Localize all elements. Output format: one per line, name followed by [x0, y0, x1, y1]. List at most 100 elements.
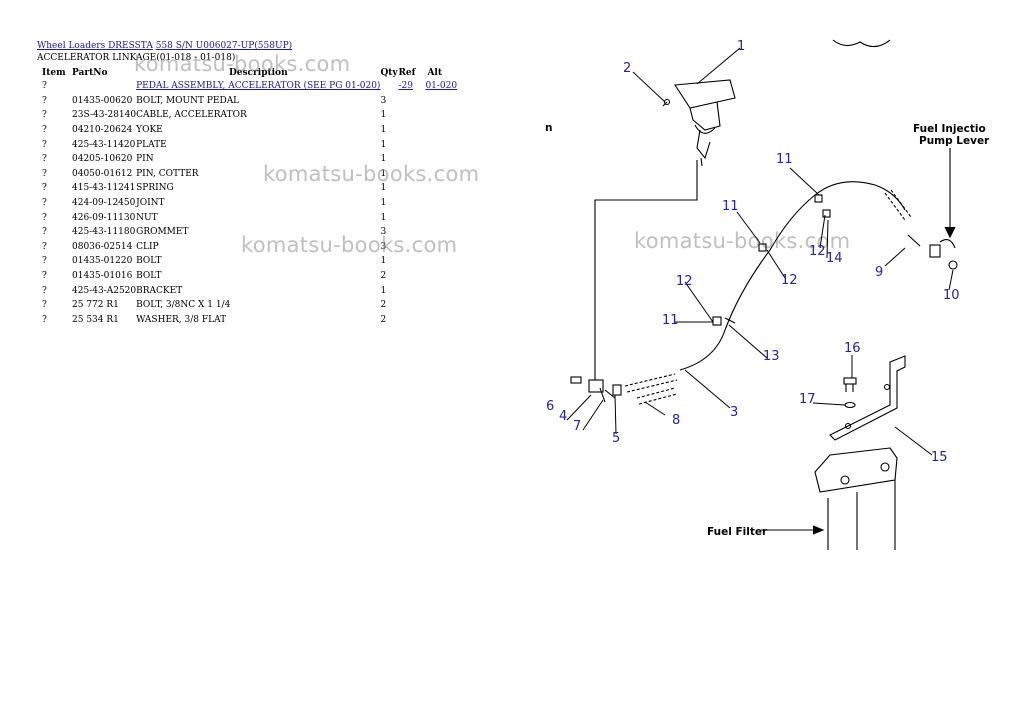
- row-partno: 01435-01016: [72, 271, 133, 282]
- row-item: ?: [42, 183, 47, 194]
- row-item: ?: [42, 271, 47, 282]
- row-qty: [380, 79, 398, 94]
- row-partno: 25 534 R1: [72, 314, 119, 325]
- linkage-diagram: n Fuel Injectio Pum: [545, 39, 990, 550]
- page-header: Wheel Loaders DRESSTA 558 S/N U006027-UP…: [37, 40, 292, 64]
- row-partno: 04210-20624: [72, 125, 133, 136]
- row-alt[interactable]: 01-020: [419, 79, 457, 94]
- row-partno: 08036-02514: [72, 241, 133, 252]
- row-description: SPRING: [136, 183, 174, 194]
- row-alt-link[interactable]: 01-020: [425, 81, 458, 92]
- linkage-rod: [594, 160, 698, 385]
- col-qty: Qty: [380, 67, 398, 78]
- row-alt: [419, 283, 457, 298]
- row-description[interactable]: PEDAL ASSEMBLY, ACCELERATOR (SEE PG 01-0…: [136, 79, 380, 94]
- section-title: ACCELERATOR LINKAGE(01-018 - 01-018): [37, 53, 236, 63]
- row-item: ?: [42, 95, 47, 106]
- callout-8: 8: [672, 413, 680, 428]
- row-qty: 1: [380, 183, 387, 194]
- row-ref[interactable]: -29: [398, 79, 419, 94]
- row-item: ?: [42, 285, 47, 296]
- table-row[interactable]: ?PEDAL ASSEMBLY, ACCELERATOR (SEE PG 01-…: [37, 79, 457, 94]
- callout-17: 17: [799, 392, 816, 407]
- breadcrumb-link-model[interactable]: Wheel Loaders DRESSTA: [37, 41, 153, 51]
- parts-table-body: ? PEDAL ASSEMBLY, ACCELERATOR (SEE PG 01-…: [37, 79, 457, 327]
- row-qty: 1: [380, 154, 387, 165]
- row-partno: 04050-01612: [72, 168, 133, 179]
- row-partno: 415-43-11241: [72, 183, 136, 194]
- row-description-link[interactable]: PEDAL ASSEMBLY, ACCELERATOR (SEE PG 01-0…: [136, 81, 381, 92]
- row-qty: 1: [380, 256, 387, 267]
- row-qty: 1: [380, 110, 387, 121]
- row-ref: [398, 313, 419, 328]
- parts-table: Item PartNo Description Qty Ref Alt ?PED…: [37, 66, 457, 327]
- callout-16: 16: [844, 341, 861, 356]
- row-description: CLIP: [136, 241, 159, 252]
- callout-5: 5: [612, 431, 620, 446]
- row-alt: [419, 108, 457, 123]
- row-ref: [398, 210, 419, 225]
- row-description: NUT: [136, 212, 158, 223]
- callout-11-upper: 11: [776, 152, 793, 167]
- row-item: ?: [42, 227, 47, 238]
- col-alt: Alt: [427, 67, 442, 78]
- row-qty: 1: [380, 285, 387, 296]
- row-partno: 01435-00620: [72, 95, 133, 106]
- row-partno: 01435-01220: [72, 256, 133, 267]
- row-ref: [398, 123, 419, 138]
- row-description: BRACKET: [136, 285, 183, 296]
- row-item: ?: [42, 256, 47, 267]
- callout-12-middle: 12: [781, 273, 798, 288]
- row-partno: 425-43-11420: [72, 139, 136, 150]
- row-qty: 2: [380, 271, 387, 282]
- row-item: ?: [42, 154, 47, 165]
- row-item: ?: [42, 110, 47, 121]
- callout-11-lower: 11: [662, 313, 679, 328]
- pedal-assembly-drawing: [662, 79, 736, 167]
- row-alt: [419, 298, 457, 313]
- row-qty: 1: [380, 212, 387, 223]
- col-description: Description: [228, 67, 288, 78]
- row-item: ?: [42, 314, 47, 325]
- row-partno: [72, 79, 136, 94]
- row-ref: [398, 269, 419, 284]
- row-alt: [419, 94, 457, 109]
- cable-clips: [712, 194, 831, 326]
- row-ref: [398, 108, 419, 123]
- row-qty: 3: [380, 95, 387, 106]
- row-qty: 1: [380, 125, 387, 136]
- row-description: PIN: [136, 154, 154, 165]
- fuel-filter-label: Fuel Filter: [707, 526, 768, 538]
- row-qty: 3: [380, 227, 387, 238]
- callout-9: 9: [875, 265, 883, 280]
- fuel-filter-bracket: [829, 355, 906, 441]
- row-alt: [419, 269, 457, 284]
- watermark: komatsu-books.com: [634, 229, 851, 253]
- row-item: ?: [42, 212, 47, 223]
- fuel-filter: [814, 447, 898, 550]
- row-partno: 25 772 R1: [72, 300, 119, 311]
- row-ref: [398, 196, 419, 211]
- row-description: PIN, COTTER: [136, 168, 199, 179]
- callout-10: 10: [943, 288, 960, 303]
- row-qty: 1: [380, 139, 387, 150]
- row-description: CABLE, ACCELERATOR: [136, 110, 247, 121]
- row-ref-link[interactable]: -29: [398, 81, 413, 92]
- breadcrumb-link-serial[interactable]: 558 S/N U006027-UP(558UP): [155, 41, 293, 51]
- diagram-edge-mark: n: [545, 122, 552, 134]
- callout-15: 15: [931, 450, 948, 465]
- row-item: ?: [42, 125, 47, 136]
